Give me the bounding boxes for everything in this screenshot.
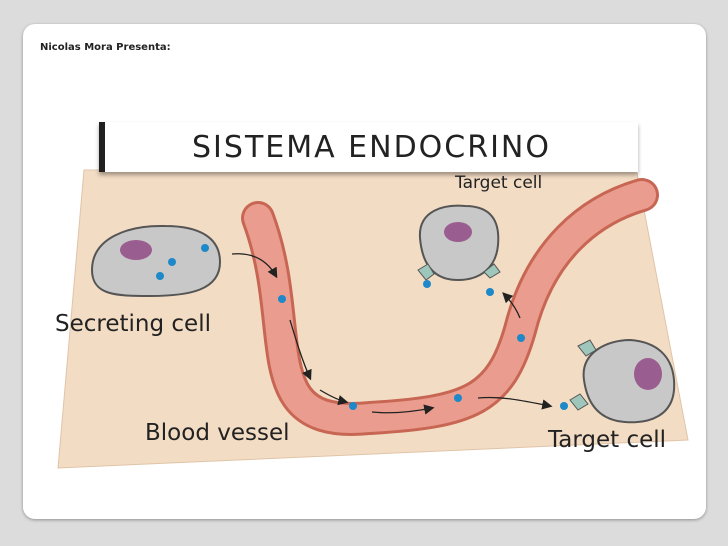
flow-arrow (319, 389, 349, 406)
presenter-text: Nicolas Mora Presenta: (40, 42, 171, 53)
blood-vessel-lumen (244, 181, 656, 433)
receptor (569, 393, 589, 411)
hormone-dot (168, 258, 176, 266)
hormone-dot (423, 280, 431, 288)
hormone-dot (156, 272, 164, 280)
secreting-cell-nucleus (120, 240, 152, 260)
hormone-dot (517, 334, 525, 342)
target-cell-bottom-nucleus (634, 358, 662, 390)
receptor (417, 263, 435, 281)
target-cell-top (417, 204, 501, 296)
title-box: SISTEMA ENDOCRINO (99, 122, 638, 172)
hormone-dot (560, 402, 568, 410)
target-cell-top-nucleus (444, 222, 472, 242)
secreting-cell (90, 224, 222, 298)
hormone-dot (486, 288, 494, 296)
hormone-dot (201, 244, 209, 252)
hormone-dot (278, 295, 286, 303)
diagram-title: SISTEMA ENDOCRINO (192, 129, 551, 165)
target-cell-bottom (560, 338, 676, 424)
hormone-dot (349, 402, 357, 410)
label-secreting-cell: Secreting cell (55, 311, 211, 337)
hormone-dot (454, 394, 462, 402)
label-target-cell-top: Target cell (455, 173, 543, 193)
label-blood-vessel: Blood vessel (145, 420, 290, 446)
receptor (483, 263, 501, 279)
flow-arrow (477, 396, 553, 410)
receptor (577, 339, 597, 357)
flow-arrow (231, 253, 278, 279)
flow-arrow (371, 404, 435, 415)
label-target-cell-bottom: Target cell (548, 427, 667, 453)
flow-arrow (289, 319, 312, 381)
flow-arrow (502, 292, 521, 319)
